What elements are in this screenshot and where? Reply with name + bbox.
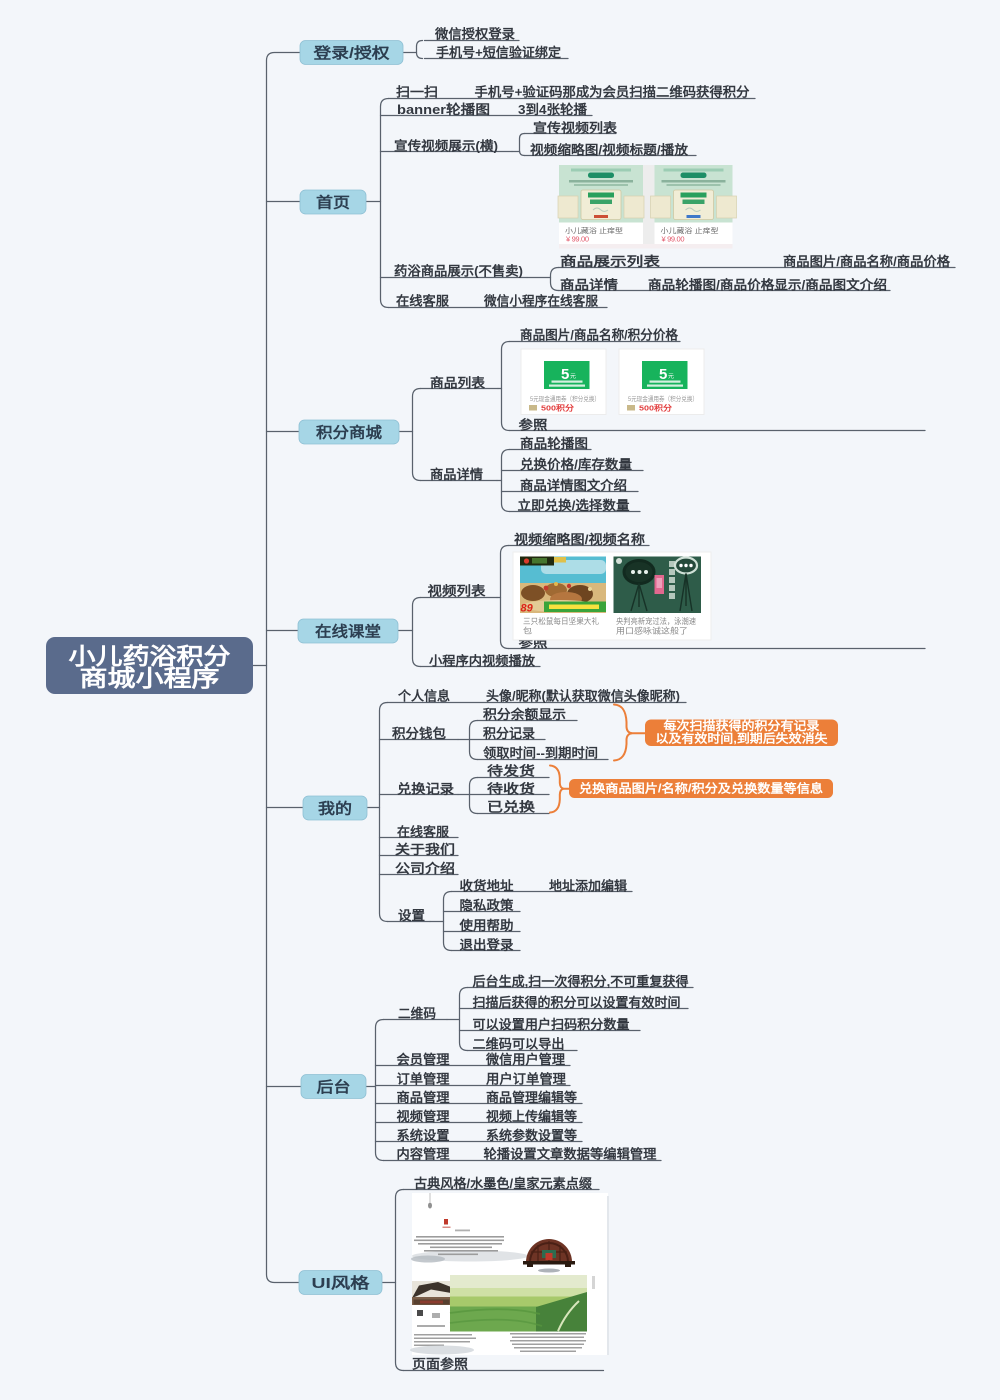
svg-text:手机号+验证码那成为会员扫描二维码获得积分: 手机号+验证码那成为会员扫描二维码获得积分 <box>475 85 750 100</box>
svg-text:小儿藏浴 止痒型: 小儿藏浴 止痒型 <box>565 226 623 235</box>
svg-text:三只松鼠每日坚果大礼: 三只松鼠每日坚果大礼 <box>523 616 599 626</box>
svg-text:领取时间--到期时间: 领取时间--到期时间 <box>483 746 598 761</box>
svg-text:积分钱包: 积分钱包 <box>392 726 446 741</box>
svg-text:商品图片/商品名称/积分价格: 商品图片/商品名称/积分价格 <box>520 328 679 343</box>
svg-text:每次扫描获得的积分有记录: 每次扫描获得的积分有记录 <box>664 718 820 733</box>
svg-text:商城小程序: 商城小程序 <box>80 665 220 691</box>
svg-text:微信授权登录: 微信授权登录 <box>434 27 515 42</box>
svg-text:手机号+短信验证绑定: 手机号+短信验证绑定 <box>436 45 561 60</box>
svg-text:商品管理编辑等: 商品管理编辑等 <box>486 1090 577 1105</box>
svg-text:地址添加编辑: 地址添加编辑 <box>549 879 627 894</box>
svg-text:内容管理: 内容管理 <box>397 1147 450 1162</box>
svg-text:商品详情: 商品详情 <box>560 278 618 293</box>
svg-text:后台: 后台 <box>317 1078 351 1096</box>
svg-text:商品图片/商品名称/商品价格: 商品图片/商品名称/商品价格 <box>783 254 951 269</box>
svg-text:商品轮播图: 商品轮播图 <box>520 436 588 451</box>
svg-text:商品列表: 商品列表 <box>430 376 486 391</box>
svg-text:UI风格: UI风格 <box>312 1274 371 1292</box>
svg-text:积分余额显示: 积分余额显示 <box>483 707 566 722</box>
svg-text:二维码: 二维码 <box>398 1006 436 1021</box>
svg-text:视频缩略图/视频名称: 视频缩略图/视频名称 <box>514 532 645 547</box>
svg-text:系统设置: 系统设置 <box>397 1128 450 1143</box>
svg-text:banner轮播图: banner轮播图 <box>397 102 490 117</box>
svg-text:药浴商品展示(不售卖): 药浴商品展示(不售卖) <box>394 264 523 279</box>
svg-text:首页: 首页 <box>316 194 350 212</box>
svg-text:兑换商品图片/名称/积分及兑换数量等信息: 兑换商品图片/名称/积分及兑换数量等信息 <box>579 781 823 796</box>
svg-text:小儿藏浴 止痒型: 小儿藏浴 止痒型 <box>661 226 719 235</box>
svg-text:视频管理: 视频管理 <box>397 1109 450 1124</box>
svg-text:兑换记录: 兑换记录 <box>397 782 454 797</box>
svg-text:商品展示列表: 商品展示列表 <box>560 254 661 269</box>
svg-text:央判亮新宠过法，泳潮速: 央判亮新宠过法，泳潮速 <box>616 616 696 626</box>
svg-text:5元现金通用券（积分兑换）: 5元现金通用券（积分兑换） <box>530 394 600 403</box>
svg-text:隐私政策: 隐私政策 <box>460 898 515 913</box>
svg-text:元: 元 <box>570 373 576 380</box>
svg-text:商品详情图文介绍: 商品详情图文介绍 <box>520 478 627 493</box>
svg-text:古典风格/水墨色/皇家元素点缀: 古典风格/水墨色/皇家元素点缀 <box>414 1176 593 1191</box>
svg-text:5: 5 <box>659 366 667 383</box>
svg-text:500积分: 500积分 <box>541 403 575 413</box>
svg-text:收货地址: 收货地址 <box>460 879 514 894</box>
svg-text:商品轮播图/商品价格显示/商品图文介绍: 商品轮播图/商品价格显示/商品图文介绍 <box>648 278 887 293</box>
svg-text:微信用户管理: 微信用户管理 <box>485 1052 565 1067</box>
svg-text:小程序内视频播放: 小程序内视频播放 <box>429 653 536 668</box>
svg-text:订单管理: 订单管理 <box>397 1072 450 1087</box>
svg-text:立即兑换/选择数量: 立即兑换/选择数量 <box>518 498 630 513</box>
svg-text:关于我们: 关于我们 <box>395 842 455 857</box>
svg-text:待收货: 待收货 <box>486 782 535 797</box>
svg-text:系统参数设置等: 系统参数设置等 <box>486 1128 577 1143</box>
svg-text:个人信息: 个人信息 <box>397 689 450 704</box>
svg-text:3到4张轮播: 3到4张轮播 <box>518 102 588 117</box>
svg-text:设置: 设置 <box>398 908 425 923</box>
svg-text:头像/昵称(默认获取微信头像昵称): 头像/昵称(默认获取微信头像昵称) <box>486 689 680 704</box>
svg-text:兑换价格/库存数量: 兑换价格/库存数量 <box>520 457 632 472</box>
svg-text:500积分: 500积分 <box>639 403 673 413</box>
svg-text:宣传视频展示(横): 宣传视频展示(横) <box>394 139 498 154</box>
svg-text:用户订单管理: 用户订单管理 <box>485 1072 566 1087</box>
svg-text:会员管理: 会员管理 <box>397 1052 450 1067</box>
svg-text:在线课堂: 在线课堂 <box>315 623 381 641</box>
svg-text:微信小程序在线客服: 微信小程序在线客服 <box>483 294 599 309</box>
svg-text:二维码可以导出: 二维码可以导出 <box>473 1037 565 1052</box>
svg-text:页面参照: 页面参照 <box>412 1357 468 1372</box>
svg-text:商品管理: 商品管理 <box>397 1090 450 1105</box>
svg-text:89: 89 <box>521 603 534 615</box>
svg-text:视频列表: 视频列表 <box>428 584 487 599</box>
svg-text:可以设置用户扫码积分数量: 可以设置用户扫码积分数量 <box>473 1017 630 1032</box>
svg-text:积分记录: 积分记录 <box>483 726 535 741</box>
svg-text:积分商城: 积分商城 <box>316 424 382 442</box>
svg-text:已兑换: 已兑换 <box>487 800 536 815</box>
svg-text:小儿药浴积分: 小儿药浴积分 <box>69 643 231 669</box>
svg-text:商品详情: 商品详情 <box>430 467 483 482</box>
svg-text:扫一扫: 扫一扫 <box>396 85 438 100</box>
svg-text:¥ 99.00: ¥ 99.00 <box>566 235 589 244</box>
svg-text:在线客服: 在线客服 <box>396 294 450 309</box>
svg-text:扫描后获得的积分可以设置有效时间: 扫描后获得的积分可以设置有效时间 <box>473 995 681 1010</box>
svg-text:视频缩略图/视频标题/播放: 视频缩略图/视频标题/播放 <box>530 143 689 158</box>
svg-text:宣传视频列表: 宣传视频列表 <box>533 121 618 136</box>
svg-text:用口感咏诚这般了: 用口感咏诚这般了 <box>616 626 688 636</box>
svg-text:参照: 参照 <box>519 418 548 433</box>
svg-text:5元现金通用券（积分兑换）: 5元现金通用券（积分兑换） <box>628 394 698 403</box>
svg-text:使用帮助: 使用帮助 <box>458 918 513 933</box>
svg-text:以及有效时间,到期后失效消失: 以及有效时间,到期后失效消失 <box>656 731 829 746</box>
svg-text:登录/授权: 登录/授权 <box>312 44 390 62</box>
svg-text:视频上传编辑等: 视频上传编辑等 <box>486 1109 577 1124</box>
svg-text:包: 包 <box>523 626 532 636</box>
svg-text:¥ 99.00: ¥ 99.00 <box>662 235 685 244</box>
svg-text:我的: 我的 <box>318 800 352 818</box>
svg-text:公司介绍: 公司介绍 <box>395 861 455 876</box>
svg-text:在线客服: 在线客服 <box>397 825 450 840</box>
svg-text:5: 5 <box>561 366 569 383</box>
svg-text:待发货: 待发货 <box>486 764 535 779</box>
svg-text:轮播设置文章数据等编辑管理: 轮播设置文章数据等编辑管理 <box>484 1147 657 1162</box>
svg-text:退出登录: 退出登录 <box>460 938 514 953</box>
svg-text:元: 元 <box>668 373 674 380</box>
svg-text:后台生成,扫一次得积分,不可重复获得: 后台生成,扫一次得积分,不可重复获得 <box>473 974 689 989</box>
